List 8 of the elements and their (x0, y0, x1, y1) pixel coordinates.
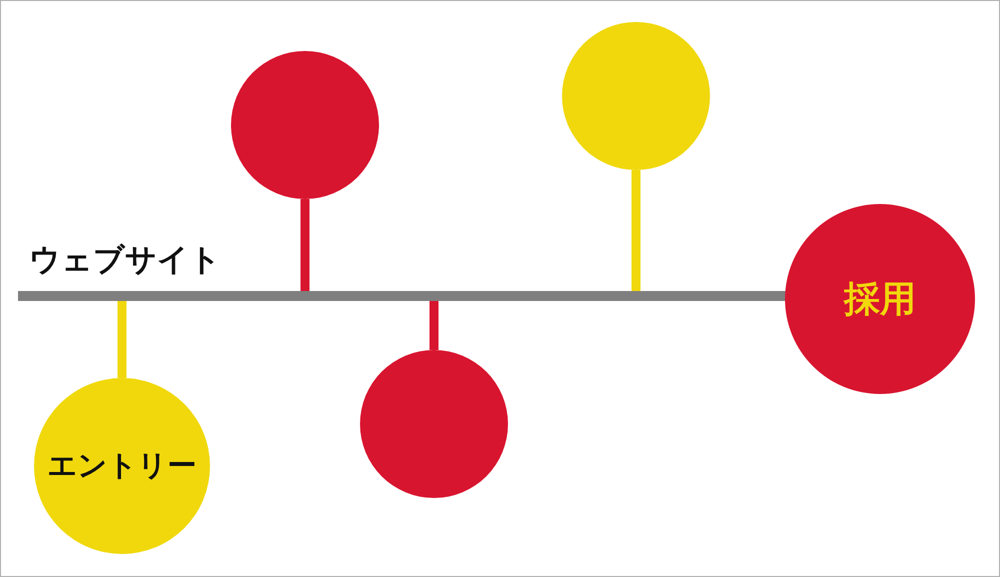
milestone-label: 採用 (844, 278, 916, 322)
timeline-bar (18, 291, 788, 301)
connector-stem (632, 170, 640, 291)
connector-stem (118, 301, 126, 378)
connector-stem (430, 301, 438, 350)
timeline-label: ウェブサイト (29, 241, 221, 280)
connector-stem (300, 199, 310, 291)
milestone-label: エントリー (48, 447, 196, 484)
